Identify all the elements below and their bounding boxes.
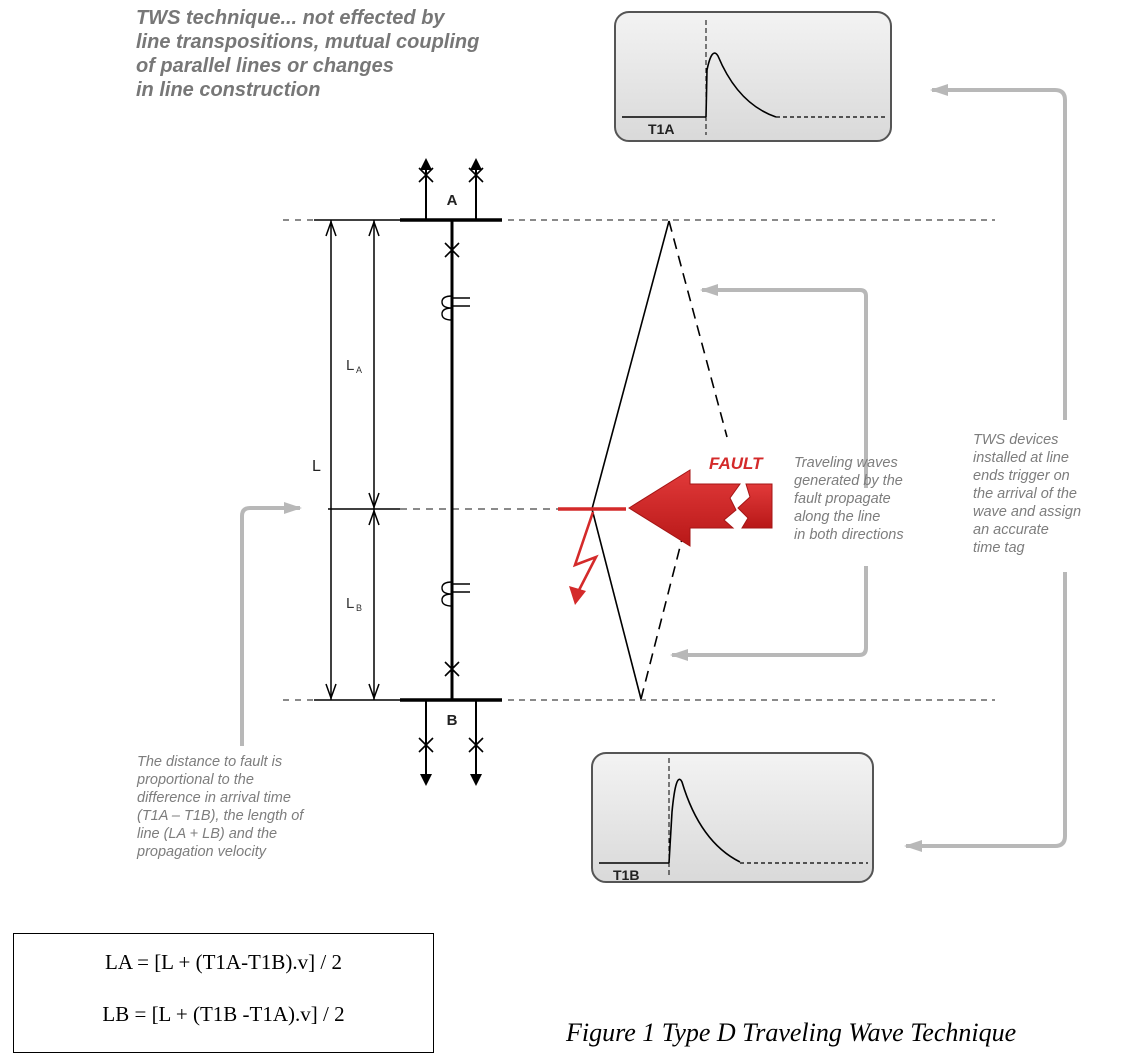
note-line: (T1A – T1B), the length of (137, 808, 304, 824)
breaker-b1-icon (418, 737, 434, 753)
dim-LA-bottom-arrow-icon (368, 492, 380, 510)
heading-line: in line construction (136, 79, 321, 101)
note-line: the arrival of the (973, 486, 1077, 502)
scope-b-frame (591, 752, 874, 883)
dim-LB-bottom-arrow-icon (368, 683, 380, 701)
breaker-a1-icon (418, 167, 434, 183)
fault-arrow-icon (628, 469, 773, 547)
traveling-waves-note: Traveling waves generated by the fault p… (794, 454, 954, 544)
breaker-b2-icon (468, 737, 484, 753)
note-line: fault propagate (794, 491, 891, 507)
arrow-devices-top (930, 84, 1067, 420)
svg-labels: A B L L A L B T1A T1B FAULT (312, 121, 764, 883)
bus-a-label: A (447, 192, 458, 209)
arrow-traveling-top (700, 284, 868, 488)
fault-label: FAULT (709, 454, 764, 473)
feeder-b1-arrow-icon (420, 774, 432, 786)
dim-L-bottom-arrow-icon (325, 683, 337, 701)
arrow-traveling-bottom (670, 566, 868, 661)
distance-note: The distance to fault is proportional to… (137, 753, 367, 861)
ct-icons (441, 295, 470, 607)
note-line: The distance to fault is (137, 754, 283, 770)
note-line: time tag (973, 540, 1025, 556)
heading-line: line transpositions, mutual coupling (136, 31, 480, 53)
breaker-line-top-icon (444, 242, 460, 258)
note-line: installed at line (973, 450, 1069, 466)
scope-b (591, 752, 874, 883)
breaker-line-bottom-icon (444, 661, 460, 677)
arrow-devices-bottom (904, 572, 1067, 852)
label-LB-main: L (346, 595, 354, 612)
label-LB-sub: B (356, 603, 362, 613)
ct-top-icon (441, 295, 470, 321)
feeder-a2-arrow-icon (470, 158, 482, 170)
wave-up-solid (591, 220, 670, 510)
wave-reflect-top-dash (668, 220, 728, 438)
arrow-distance (240, 502, 302, 746)
note-line: proportional to the (137, 772, 254, 788)
note-line: difference in arrival time (137, 790, 291, 806)
fault-lightning-arrow-icon (569, 586, 586, 605)
note-line: ends trigger on (973, 468, 1070, 484)
label-LA-sub: A (356, 365, 362, 375)
dim-L-top-arrow-icon (325, 219, 337, 237)
breaker-a2-icon (468, 167, 484, 183)
dim-LB-top-arrow-icon (368, 508, 380, 526)
note-line: TWS devices (973, 432, 1059, 448)
ct-bottom-icon (441, 581, 470, 607)
wave-lattice (591, 220, 728, 700)
bus-b-label: B (447, 712, 458, 729)
connector-arrows (240, 84, 1067, 852)
note-line: along the line (794, 509, 881, 525)
dim-LA-top-arrow-icon (368, 219, 380, 237)
scope-b-waveform (668, 778, 741, 864)
heading-line: TWS technique... not effected by (136, 7, 445, 29)
tws-devices-note: TWS devices installed at line ends trigg… (973, 431, 1143, 557)
scope-a-frame (614, 11, 892, 142)
scope-a (614, 11, 892, 142)
fault-symbol (558, 507, 626, 605)
formula-la: LA = [L + (T1A-T1B).v] / 2 (105, 950, 342, 974)
scope-b-label: T1B (613, 867, 639, 883)
feeder-a1-arrow-icon (420, 158, 432, 170)
note-line: in both directions (794, 527, 904, 543)
note-line: wave and assign (973, 504, 1082, 520)
scope-a-waveform (705, 52, 777, 118)
note-line: Traveling waves (794, 455, 898, 471)
heading-line: of parallel lines or changes (136, 55, 394, 77)
wave-down-solid (591, 508, 642, 700)
label-L: L (312, 458, 321, 475)
breaker-icons (418, 167, 484, 753)
scope-a-label: T1A (648, 121, 674, 137)
label-LA-main: L (346, 357, 354, 374)
power-line (400, 158, 502, 786)
note-line: line (LA + LB) and the (137, 826, 278, 842)
note-line: propagation velocity (137, 844, 266, 860)
formula-lb: LB = [L + (T1B -T1A).v] / 2 (102, 1002, 345, 1026)
formula-box: LA = [L + (T1A-T1B).v] / 2 LB = [L + (T1… (13, 933, 434, 1053)
heading-note: TWS technique... not effected by line tr… (136, 6, 576, 102)
dimension-arrows (325, 219, 380, 701)
note-line: an accurate (973, 522, 1049, 538)
feeder-b2-arrow-icon (470, 774, 482, 786)
figure-caption: Figure 1 Type D Traveling Wave Technique (566, 1018, 1017, 1047)
fault-lightning-icon (572, 511, 599, 595)
level-lines (283, 219, 995, 701)
note-line: generated by the (794, 473, 903, 489)
